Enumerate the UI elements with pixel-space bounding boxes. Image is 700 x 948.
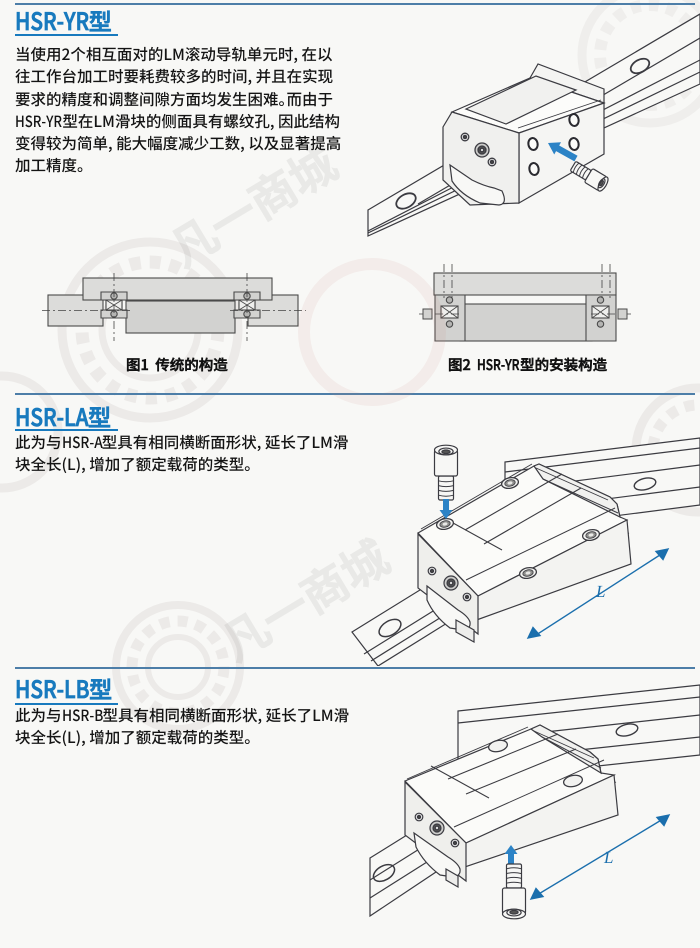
- svg-text:L: L: [603, 848, 613, 867]
- svg-text:凡一商城: 凡一商城: [208, 523, 400, 674]
- svg-text:L: L: [595, 582, 605, 601]
- svg-text:凡一商城: 凡一商城: [156, 129, 348, 280]
